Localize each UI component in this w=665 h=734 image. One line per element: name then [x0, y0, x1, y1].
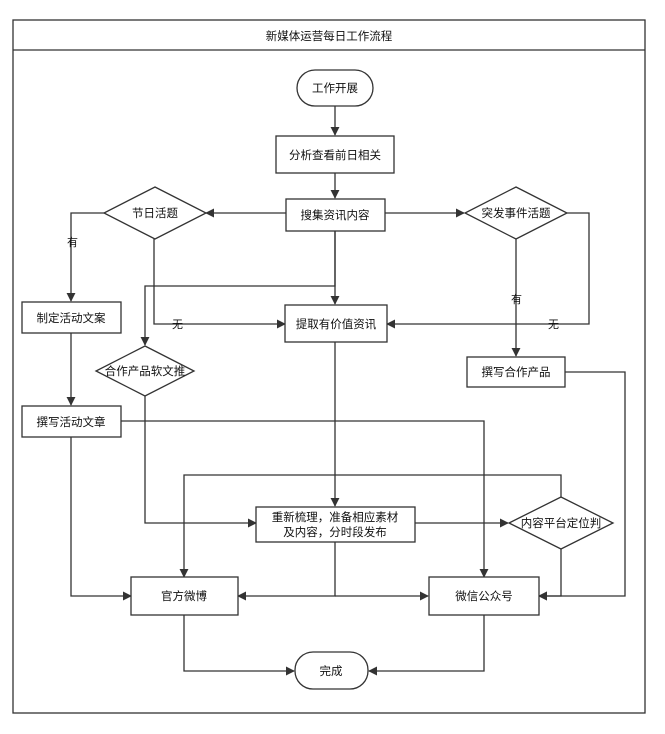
node-coop-soft-label: 合作产品软文推: [105, 364, 186, 378]
node-extract-label: 提取有价值资讯: [296, 317, 377, 331]
node-extract: 提取有价值资讯: [284, 304, 388, 343]
node-done: 完成: [294, 651, 369, 690]
diagram-title: 新媒体运营每日工作流程: [266, 29, 393, 43]
node-wechat-label: 微信公众号: [455, 589, 513, 603]
node-write-coop: 撰写合作产品: [466, 356, 566, 388]
edge-label-festival-no: 无: [172, 318, 183, 331]
node-collect-label: 搜集资讯内容: [301, 208, 370, 222]
edge-positioning-weibo: [179, 474, 562, 578]
node-emergency-decision: 突发事件活题: [463, 186, 569, 240]
edge-positioning-wechat: [538, 549, 562, 601]
edge-label-emergency-no: 无: [548, 318, 559, 331]
edge-reorganize-weibo: [237, 542, 336, 601]
node-write-article: 撰写活动文章: [21, 405, 122, 438]
edge-emergency-extract: [386, 212, 590, 329]
node-collect: 搜集资讯内容: [285, 198, 386, 232]
node-wechat: 微信公众号: [428, 576, 540, 616]
node-weibo: 官方微博: [130, 576, 239, 616]
node-write-article-label: 撰写活动文章: [37, 415, 106, 429]
edges: [66, 106, 626, 676]
edge-coopsoft-reorganize: [144, 396, 257, 528]
node-emergency-label: 突发事件活题: [482, 206, 551, 220]
node-done-label: 完成: [320, 664, 343, 678]
node-positioning-label: 内容平台定位判: [521, 516, 602, 530]
edge-label-festival-yes: 有: [67, 235, 78, 249]
node-festival-label: 节日活题: [132, 206, 178, 220]
edge-festival-plan: [66, 212, 104, 302]
edge-article-wechat: [121, 420, 489, 578]
edge-collect-coopsoft: [140, 231, 336, 346]
node-festival-decision: 节日活题: [102, 186, 208, 240]
edge-label-emergency-yes: 有: [511, 292, 522, 306]
node-analyze-label: 分析查看前日相关: [289, 148, 381, 162]
node-positioning-decision: 内容平台定位判: [507, 496, 615, 550]
edge-festival-extract: [153, 239, 286, 329]
node-analyze: 分析查看前日相关: [275, 135, 395, 174]
edge-writecoop-wechat: [538, 371, 626, 601]
node-write-coop-label: 撰写合作产品: [482, 365, 551, 379]
node-reorganize-label-line2: 及内容，分时段发布: [283, 525, 387, 539]
node-reorganize-label-line1: 重新梳理，准备相应素材: [272, 510, 399, 524]
diagram-frame: [12, 19, 646, 714]
node-plan: 制定活动文案: [21, 301, 122, 334]
edge-article-weibo: [70, 437, 132, 601]
node-start: 工作开展: [296, 69, 374, 107]
node-coop-soft-decision: 合作产品软文推: [94, 345, 196, 397]
node-start-label: 工作开展: [312, 81, 358, 95]
node-weibo-label: 官方微博: [161, 589, 207, 603]
node-plan-label: 制定活动文案: [37, 311, 106, 325]
edge-wechat-done: [368, 615, 485, 676]
edge-weibo-done: [183, 615, 295, 676]
node-reorganize: 重新梳理，准备相应素材 及内容，分时段发布: [255, 506, 416, 543]
